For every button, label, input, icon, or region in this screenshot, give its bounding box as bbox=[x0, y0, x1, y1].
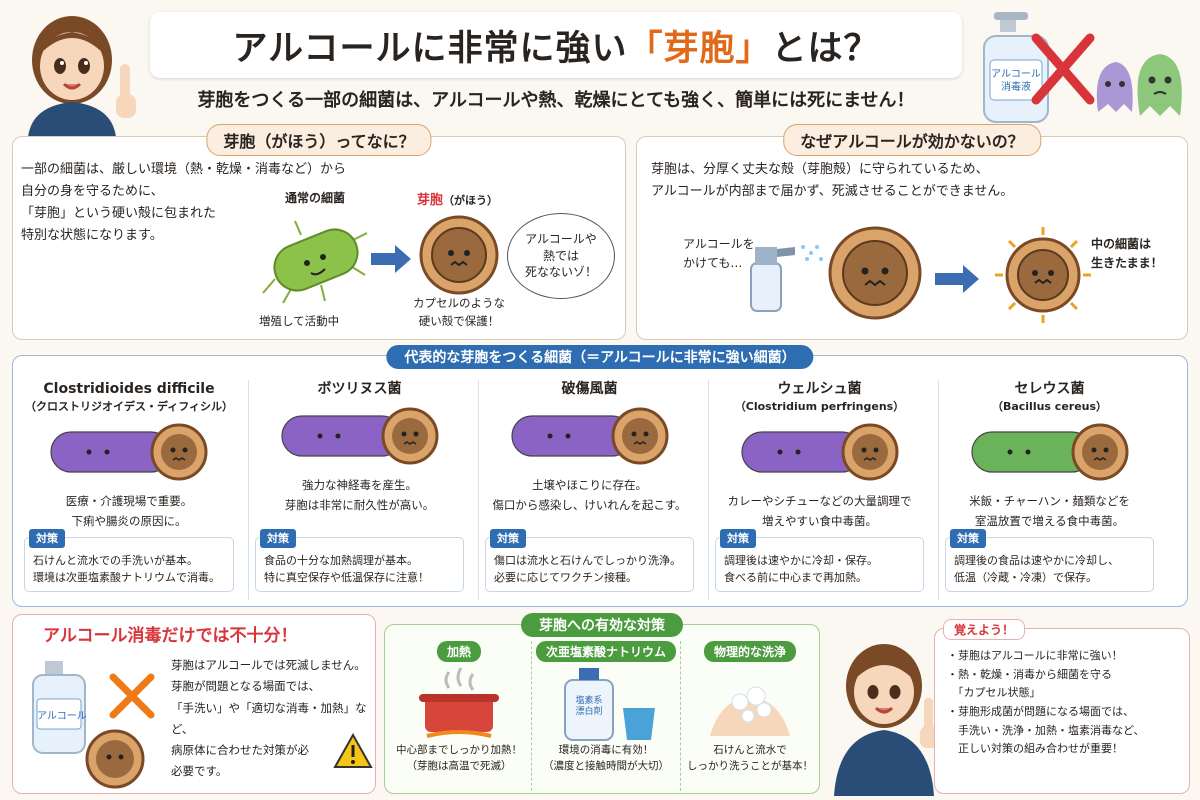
bacteria-name: ウェルシュ菌 bbox=[777, 381, 862, 397]
measure-text: 食品の十分な加熱調理が基本。 特に真空保存や低温保存に注意！ bbox=[264, 553, 429, 585]
warning-icon bbox=[333, 733, 373, 769]
not-enough-panel: アルコール消毒だけでは不十分！ アルコール 芽胞はアルコールでは死滅しません。 … bbox=[12, 614, 376, 794]
bacteria-card: 破傷風菌 土壌やほこりに存在。 傷口から感染し、けいれんを起こす。 対策 傷口は… bbox=[478, 380, 700, 600]
active-label: 増殖して活動中 bbox=[259, 314, 340, 328]
why-panel: なぜアルコールが効かないの？ 芽胞は、分厚く丈夫な殻（芽胞殻）に守られているため… bbox=[636, 124, 1188, 340]
bacteria-icon bbox=[970, 423, 1128, 481]
measure-box: 対策 石けんと流水での手洗いが基本。 環境は次亜塩素酸ナトリウムで消毒。 bbox=[24, 528, 234, 592]
effective-item-wash: 物理的な洗浄 石けんと流水で しっかり洗うことが基本！ bbox=[685, 641, 815, 791]
bacteria-desc: 医療・介護現場で重要。 下痢や腸炎の原因に。 bbox=[65, 494, 193, 528]
bacteria-name: ボツリヌス菌 bbox=[317, 381, 402, 397]
what-is-spore-panel: 芽胞（がほう）ってなに？ 一部の細菌は、厳しい環境（熱・乾燥・消毒など）から 自… bbox=[12, 124, 626, 340]
bacteria-name: 破傷風菌 bbox=[561, 381, 618, 397]
arrow-icon bbox=[371, 245, 411, 273]
effective-item-chlorine: 次亜塩素酸ナトリウム 塩素系 漂白剤 環境の消毒に有効！ （濃度と接触時間が大切… bbox=[531, 641, 681, 791]
measure-text: 調理後の食品は速やかに冷却し、 低温（冷蔵・冷凍）で保存。 bbox=[954, 553, 1119, 585]
bacteria-subname: （Clostridium perfringens） bbox=[734, 400, 905, 414]
spore-alive-icon bbox=[993, 225, 1093, 325]
bacteria-icon bbox=[280, 407, 438, 465]
chlorine-caption: 環境の消毒に有効！ （濃度と接触時間が大切） bbox=[543, 744, 669, 773]
arrow-icon bbox=[935, 265, 979, 293]
panel-title: 芽胞（がほう）ってなに？ bbox=[206, 124, 432, 156]
alcohol-bottle-x-illustration: アルコール 消毒液 bbox=[980, 8, 1192, 126]
section-title: 代表的な芽胞をつくる細菌（＝アルコールに非常に強い細菌） bbox=[386, 345, 814, 369]
remember-title: 覚えよう！ bbox=[943, 619, 1026, 640]
heat-tag: 加熱 bbox=[436, 641, 481, 662]
bacteria-card: ウェルシュ菌 （Clostridium perfringens） カレーやシチュ… bbox=[708, 380, 930, 600]
bleach-bottle-icon bbox=[564, 668, 655, 741]
wash-tag: 物理的な洗浄 bbox=[703, 641, 796, 662]
measure-text: 傷口は流水と石けんでしっかり洗浄。 必要に応じてワクチン接種。 bbox=[494, 553, 681, 585]
spray-label: アルコールを かけても… bbox=[683, 237, 755, 270]
bacteria-card: ボツリヌス菌 強力な神経毒を産生。 芽胞は非常に耐久性が高い。 対策 食品の十分… bbox=[248, 380, 470, 600]
measure-tag: 対策 bbox=[260, 528, 296, 549]
nurse-illustration-top bbox=[8, 2, 148, 137]
bleach-label: 塩素系 漂白剤 bbox=[575, 696, 603, 717]
bacteria-card: Clostridioides difficile （クロストリジオイデス・ディフ… bbox=[18, 380, 240, 600]
page-subtitle: 芽胞をつくる一部の細菌は、アルコールや熱、乾燥にとても強く、簡単には死にません！ bbox=[197, 90, 915, 111]
handwash-icon bbox=[710, 686, 790, 736]
why-body: 芽胞は、分厚く丈夫な殻（芽胞殻）に守られているため、 アルコールが内部まで届かず… bbox=[651, 162, 1014, 200]
bacteria-desc: カレーやシチューなどの大量調理で 増えやすい食中毒菌。 bbox=[727, 494, 912, 528]
pot-icon bbox=[419, 667, 499, 738]
bottle-x-illustration bbox=[25, 651, 165, 791]
bacteria-name: Clostridioides difficile bbox=[43, 381, 215, 397]
not-enough-body: 芽胞はアルコールでは死滅しません。 芽胞が問題となる場面では、 「手洗い」や「適… bbox=[171, 658, 367, 779]
capsule-label: カプセルのような 硬い殻で保護！ bbox=[413, 296, 505, 328]
remember-panel: 覚えよう！ ・芽胞はアルコールに非常に強い！ ・熱・乾燥・消毒から細菌を守る 「… bbox=[934, 619, 1190, 794]
bacteria-card: セレウス菌 （Bacillus cereus） 米飯・チャーハン・麺類などを 室… bbox=[938, 380, 1160, 600]
spore-icon bbox=[419, 215, 499, 295]
measure-box: 対策 傷口は流水と石けんでしっかり洗浄。 必要に応じてワクチン接種。 bbox=[485, 528, 694, 592]
spore-sprayed-icon bbox=[827, 225, 923, 321]
page-title: アルコールに非常に強い「芽胞」とは？ bbox=[150, 12, 962, 78]
wash-caption: 石けんと流水で しっかり洗うことが基本！ bbox=[687, 744, 813, 773]
measure-box: 対策 調理後の食品は速やかに冷却し、 低温（冷蔵・冷凍）で保存。 bbox=[945, 528, 1154, 592]
measure-tag: 対策 bbox=[490, 528, 526, 549]
bacteria-icon bbox=[510, 407, 668, 465]
measure-box: 対策 食品の十分な加熱調理が基本。 特に真空保存や低温保存に注意！ bbox=[255, 528, 464, 592]
spore-label: 芽胞（がほう） bbox=[417, 193, 499, 208]
measure-box: 対策 調理後は速やかに冷却・保存。 食べる前に中心まで再加熱。 bbox=[715, 528, 924, 592]
normal-bacteria-icon bbox=[261, 219, 371, 305]
nurse-illustration-bottom bbox=[828, 628, 948, 796]
bacteria-desc: 米飯・チャーハン・麺類などを 室温放置で増える食中毒菌。 bbox=[969, 494, 1130, 528]
bacteria-name: セレウス菌 bbox=[1014, 381, 1085, 397]
warning-title: アルコール消毒だけでは不十分！ bbox=[43, 626, 298, 646]
measure-tag: 対策 bbox=[720, 528, 756, 549]
normal-bacteria-label: 通常の細菌 bbox=[285, 191, 346, 205]
bacteria-subname: （クロストリジオイデス・ディフィシル） bbox=[24, 400, 233, 414]
heat-caption: 中心部までしっかり加熱！ （芽胞は高温で死滅） bbox=[396, 744, 522, 773]
bacteria-icon bbox=[740, 423, 898, 481]
bottle-label: アルコール bbox=[37, 711, 87, 722]
bottle-label: アルコール 消毒液 bbox=[991, 69, 1041, 93]
effective-measures-panel: 芽胞への有効な対策 加熱 中心部までしっかり加熱！ （芽胞は高温で死滅） 次亜塩… bbox=[384, 613, 820, 794]
effective-item-heat: 加熱 中心部までしっかり加熱！ （芽胞は高温で死滅） bbox=[391, 641, 527, 791]
alive-label: 中の細菌は 生きたまま！ bbox=[1091, 237, 1163, 270]
bacteria-desc: 土壌やほこりに存在。 傷口から感染し、けいれんを起こす。 bbox=[492, 478, 687, 512]
panel-title: なぜアルコールが効かないの？ bbox=[783, 124, 1041, 156]
remember-list: ・芽胞はアルコールに非常に強い！ ・熱・乾燥・消毒から細菌を守る 「カプセル状態… bbox=[947, 647, 1187, 759]
bacteria-subname: （Bacillus cereus） bbox=[991, 400, 1108, 414]
bacteria-icon bbox=[50, 423, 208, 481]
speech-bubble: アルコールや 熱では 死なないゾ！ bbox=[507, 213, 615, 299]
measure-tag: 対策 bbox=[950, 528, 986, 549]
remember-point: ・芽胞形成菌が問題になる場面では、 手洗い・洗浄・加熱・塩素消毒など、 正しい対… bbox=[947, 705, 1145, 756]
bacteria-desc: 強力な神経毒を産生。 芽胞は非常に耐久性が高い。 bbox=[284, 478, 435, 512]
measure-text: 石けんと流水での手洗いが基本。 環境は次亜塩素酸ナトリウムで消毒。 bbox=[33, 553, 220, 585]
chlorine-tag: 次亜塩素酸ナトリウム bbox=[535, 641, 676, 662]
effective-title: 芽胞への有効な対策 bbox=[521, 613, 683, 637]
remember-point: ・熱・乾燥・消毒から細菌を守る 「カプセル状態」 bbox=[947, 667, 1112, 700]
remember-point: ・芽胞はアルコールに非常に強い！ bbox=[947, 649, 1123, 662]
measure-tag: 対策 bbox=[29, 528, 65, 549]
what-body: 一部の細菌は、厳しい環境（熱・乾燥・消毒など）から 自分の身を守るために、 「芽… bbox=[21, 162, 347, 244]
spray-bottle-icon bbox=[741, 233, 831, 313]
measure-text: 調理後は速やかに冷却・保存。 食べる前に中心まで再加熱。 bbox=[724, 553, 878, 585]
